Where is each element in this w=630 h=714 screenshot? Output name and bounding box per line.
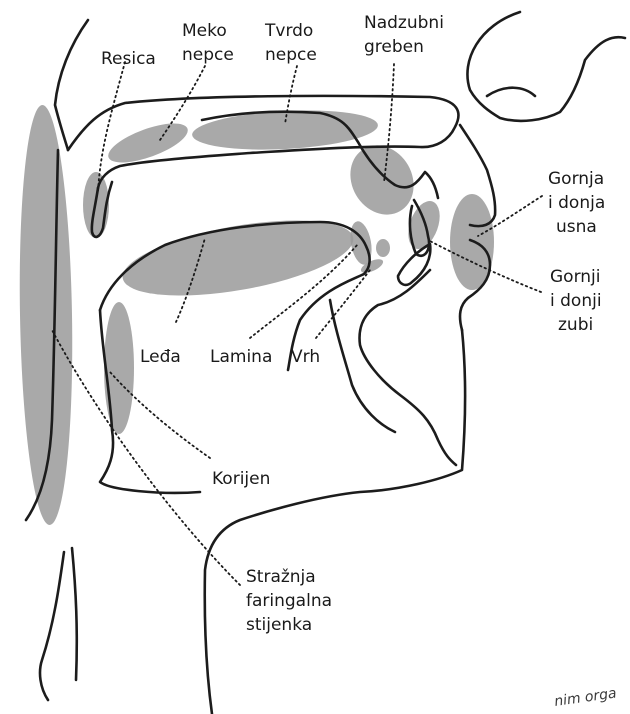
outline-nose — [467, 12, 625, 121]
region-lamina-small — [376, 239, 390, 257]
outline-epiglottis — [40, 552, 64, 700]
labels: Resica Meko nepce Tvrdo nepce Nadzubni g… — [101, 13, 605, 635]
label-korijen: Korijen — [212, 469, 270, 489]
label-nadzubni-line1: Nadzubni — [364, 13, 444, 33]
label-stijenka-line1: Stražnja — [246, 567, 316, 587]
label-usna-line1: Gornja — [548, 169, 604, 189]
label-meko-nepce-line1: Meko — [182, 21, 227, 41]
label-lamina: Lamina — [210, 347, 272, 367]
articulation-regions — [16, 105, 494, 526]
label-usna-line3: usna — [556, 217, 597, 237]
outline-chin-neck — [205, 330, 465, 714]
region-pharyngeal-wall — [16, 105, 75, 526]
label-leda: Leđa — [140, 347, 181, 367]
outline-nostril — [487, 88, 535, 96]
label-meko-nepce-line2: nepce — [182, 45, 234, 65]
label-stijenka-line2: faringalna — [246, 591, 332, 611]
label-tvrdo-nepce-line2: nepce — [265, 45, 317, 65]
label-usna-line2: i donja — [548, 193, 605, 213]
label-tvrdo-nepce-line1: Tvrdo — [264, 21, 313, 41]
label-nadzubni-line2: greben — [364, 37, 424, 57]
label-zubi-line3: zubi — [558, 315, 593, 335]
leader-resica — [98, 62, 125, 192]
label-zubi-line2: i donji — [550, 291, 602, 311]
label-zubi-line1: Gornji — [550, 267, 601, 287]
footer-fragment: nim orga — [553, 685, 617, 710]
outline-jaw — [360, 270, 456, 465]
outline-epiglottis-front — [72, 548, 77, 680]
label-vrh: Vrh — [291, 347, 320, 367]
region-tongue-root — [104, 302, 134, 434]
label-resica: Resica — [101, 49, 156, 69]
label-stijenka-line3: stijenka — [246, 615, 312, 635]
